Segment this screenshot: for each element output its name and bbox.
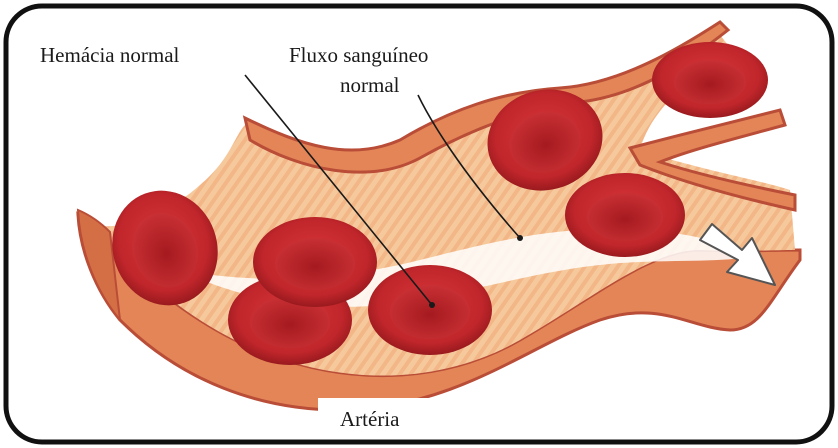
vessel-label: Artéria: [340, 407, 400, 431]
rbc-label: Hemácia normal: [40, 43, 180, 67]
flow-label-line2: normal: [340, 73, 400, 97]
red-blood-cell: [253, 217, 377, 307]
flow-leader-dot: [517, 235, 523, 241]
red-blood-cell-highlighted: [368, 265, 492, 355]
flow-label-line1: Fluxo sanguíneo: [289, 43, 428, 67]
red-blood-cell: [652, 42, 768, 118]
red-blood-cell: [565, 173, 685, 257]
rbc-leader-dot: [429, 302, 435, 308]
